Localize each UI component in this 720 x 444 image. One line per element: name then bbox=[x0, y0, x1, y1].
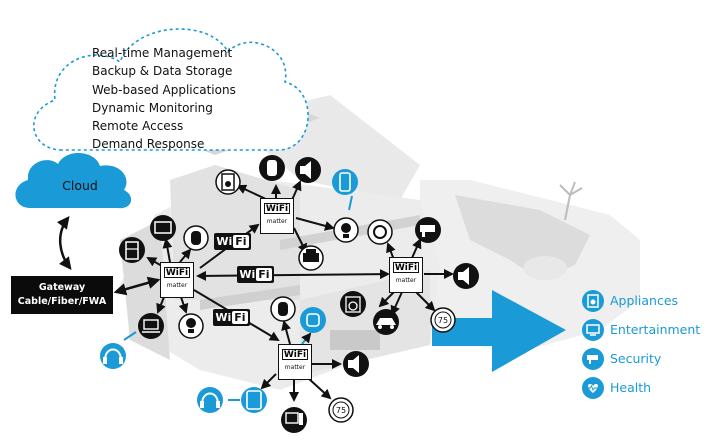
smart-plug-icon bbox=[270, 296, 296, 322]
gateway-subtitle: Cable/Fiber/FWA bbox=[17, 296, 107, 307]
camera-icon bbox=[582, 347, 604, 370]
thermostat-dial-icon bbox=[430, 307, 456, 333]
refrigerator-icon bbox=[119, 237, 145, 263]
cloud-service-list: Real-time Management Backup & Data Stora… bbox=[92, 44, 236, 154]
thermostat-icon bbox=[367, 219, 393, 245]
desktop-computer-icon bbox=[281, 407, 307, 433]
connection-lines bbox=[123, 180, 454, 402]
category-legend: Appliances Entertainment Security Health bbox=[582, 286, 700, 402]
appliance-icon bbox=[582, 289, 604, 312]
wifi-matter-hub-main: WiFi matter bbox=[160, 262, 194, 298]
speaker-bottom-icon bbox=[343, 351, 369, 377]
matter-label: matter bbox=[395, 277, 417, 284]
cloud-gateway-link bbox=[56, 216, 72, 270]
wifi-logo-icon: WiFi bbox=[264, 203, 290, 214]
cloud-service-item: Demand Response bbox=[92, 137, 205, 152]
gateway-title: Gateway bbox=[38, 282, 86, 293]
legend-label: Entertainment bbox=[610, 322, 701, 337]
smartphone-icon bbox=[332, 169, 358, 195]
cloud-shape bbox=[33, 28, 309, 151]
legend-label: Health bbox=[610, 380, 652, 395]
smart-bulb-icon bbox=[333, 217, 359, 243]
security-camera-icon bbox=[415, 217, 441, 243]
matter-label: matter bbox=[266, 218, 288, 225]
wifi-logo-icon: WiFi bbox=[393, 262, 419, 273]
headphones-icon bbox=[100, 343, 126, 369]
tv-icon bbox=[582, 318, 604, 341]
gateway-box: Gateway Cable/Fiber/FWA bbox=[11, 276, 113, 314]
heart-pulse-icon bbox=[582, 376, 604, 399]
cloud-service-item: Backup & Data Storage bbox=[92, 64, 233, 79]
gateway-hub-link bbox=[113, 276, 161, 296]
cloud-service-item: Web-based Applications bbox=[92, 82, 236, 97]
voice-assistant-icon bbox=[183, 225, 209, 251]
tablet-icon bbox=[241, 387, 267, 413]
legend-item-appliances: Appliances bbox=[582, 286, 700, 315]
large-arrow-icon bbox=[432, 290, 566, 372]
cloud-service-item: Real-time Management bbox=[92, 46, 233, 60]
cloud-service-item: Remote Access bbox=[92, 119, 184, 134]
legend-label: Appliances bbox=[610, 293, 679, 308]
cloud-icon bbox=[15, 152, 132, 209]
printer-icon bbox=[298, 245, 324, 271]
smart-speaker-icon bbox=[259, 155, 285, 181]
tv-icon bbox=[150, 215, 176, 241]
thermostat-bottom-icon bbox=[328, 397, 354, 423]
wifi-matter-hub-bottom: WiFi matter bbox=[278, 344, 312, 380]
cloud-label: Cloud bbox=[62, 178, 98, 193]
audio-speaker-icon bbox=[295, 157, 321, 183]
thermostat-value-right: 75 bbox=[438, 316, 448, 325]
device-nodes bbox=[100, 155, 479, 433]
cloud-service-item: Dynamic Monitoring bbox=[92, 100, 213, 115]
wifi-matter-hub-right: WiFi matter bbox=[389, 257, 423, 293]
light-bulb-icon bbox=[178, 313, 204, 339]
wifi-logo-icon: WiFi bbox=[164, 267, 190, 278]
legend-item-security: Security bbox=[582, 344, 700, 373]
car-icon bbox=[373, 309, 399, 335]
matter-label: matter bbox=[284, 364, 306, 371]
wifi-matter-hub-upper: WiFi matter bbox=[260, 198, 294, 234]
speaker-wall-icon bbox=[215, 169, 241, 195]
legend-item-health: Health bbox=[582, 373, 700, 402]
matter-label: matter bbox=[166, 282, 188, 289]
headphones-bottom-icon bbox=[197, 387, 223, 413]
smartwatch-icon bbox=[300, 307, 326, 333]
thermostat-value-bottom: 75 bbox=[336, 406, 346, 415]
legend-label: Security bbox=[610, 351, 662, 366]
laptop-icon bbox=[138, 313, 164, 339]
wifi-logo-icon: WiFi bbox=[282, 349, 308, 360]
legend-item-entertainment: Entertainment bbox=[582, 315, 700, 344]
washing-machine-icon bbox=[340, 291, 366, 317]
speaker-icon bbox=[453, 263, 479, 289]
